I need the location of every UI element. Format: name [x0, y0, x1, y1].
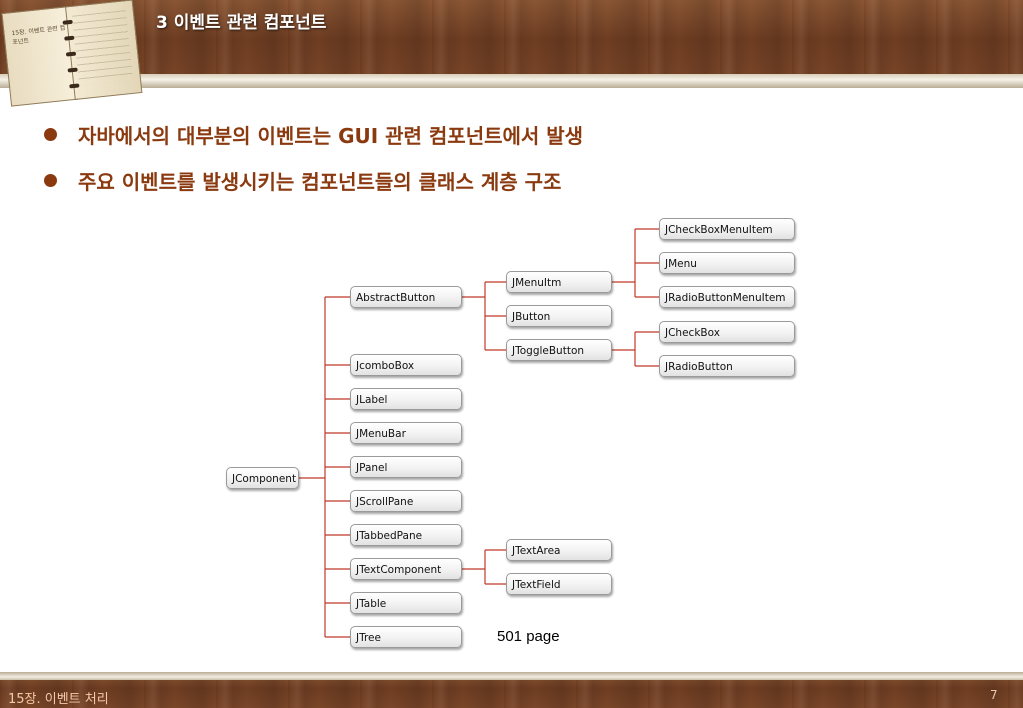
class-node-abstractbutton: AbstractButton	[350, 286, 462, 308]
class-node-jtextfield: JTextField	[506, 573, 612, 595]
class-node-jcheckbox: JCheckBox	[659, 321, 795, 343]
slide-title: 3 이벤트 관련 컴포넌트	[156, 13, 327, 33]
class-node-jradiobutton: JRadioButton	[659, 355, 795, 377]
footer-page-number: 7	[990, 688, 998, 702]
class-node-jcheckboxmenuitem: JCheckBoxMenuItem	[659, 218, 795, 240]
page-reference: 501 page	[497, 628, 560, 645]
class-node-jtextarea: JTextArea	[506, 539, 612, 561]
class-node-jtogglebutton: JToggleButton	[506, 339, 612, 361]
class-node-jtable: JTable	[350, 592, 462, 614]
bullet-dot-icon	[44, 128, 57, 141]
class-node-jlabel: JLabel	[350, 388, 462, 410]
footer-bar	[0, 672, 1023, 708]
footer-chapter: 15장. 이벤트 처리	[8, 692, 109, 707]
class-node-jpanel: JPanel	[350, 456, 462, 478]
class-node-jmenu: JMenu	[659, 252, 795, 274]
class-node-jcombobox: JcomboBox	[350, 354, 462, 376]
class-node-jradiobuttonmenuitem: JRadioButtonMenuItem	[659, 286, 795, 308]
class-node-jtabbedpane: JTabbedPane	[350, 524, 462, 546]
class-node-jscrollpane: JScrollPane	[350, 490, 462, 512]
class-node-jcomponent: JComponent	[226, 467, 299, 489]
header-bar	[0, 0, 1023, 88]
class-node-jtree: JTree	[350, 626, 462, 648]
class-node-jmenuitm: JMenuItm	[506, 271, 612, 293]
bullet-text: 주요 이벤트를 발생시키는 컴포넌트들의 클래스 계층 구조	[78, 170, 562, 194]
bullet-dot-icon	[44, 174, 57, 187]
class-node-jbutton: JButton	[506, 305, 612, 327]
class-node-jtextcomponent: JTextComponent	[350, 558, 462, 580]
connector-lines	[299, 228, 659, 638]
class-node-jmenubar: JMenuBar	[350, 422, 462, 444]
bullet-text: 자바에서의 대부분의 이벤트는 GUI 관련 컴포넌트에서 발생	[78, 124, 584, 148]
